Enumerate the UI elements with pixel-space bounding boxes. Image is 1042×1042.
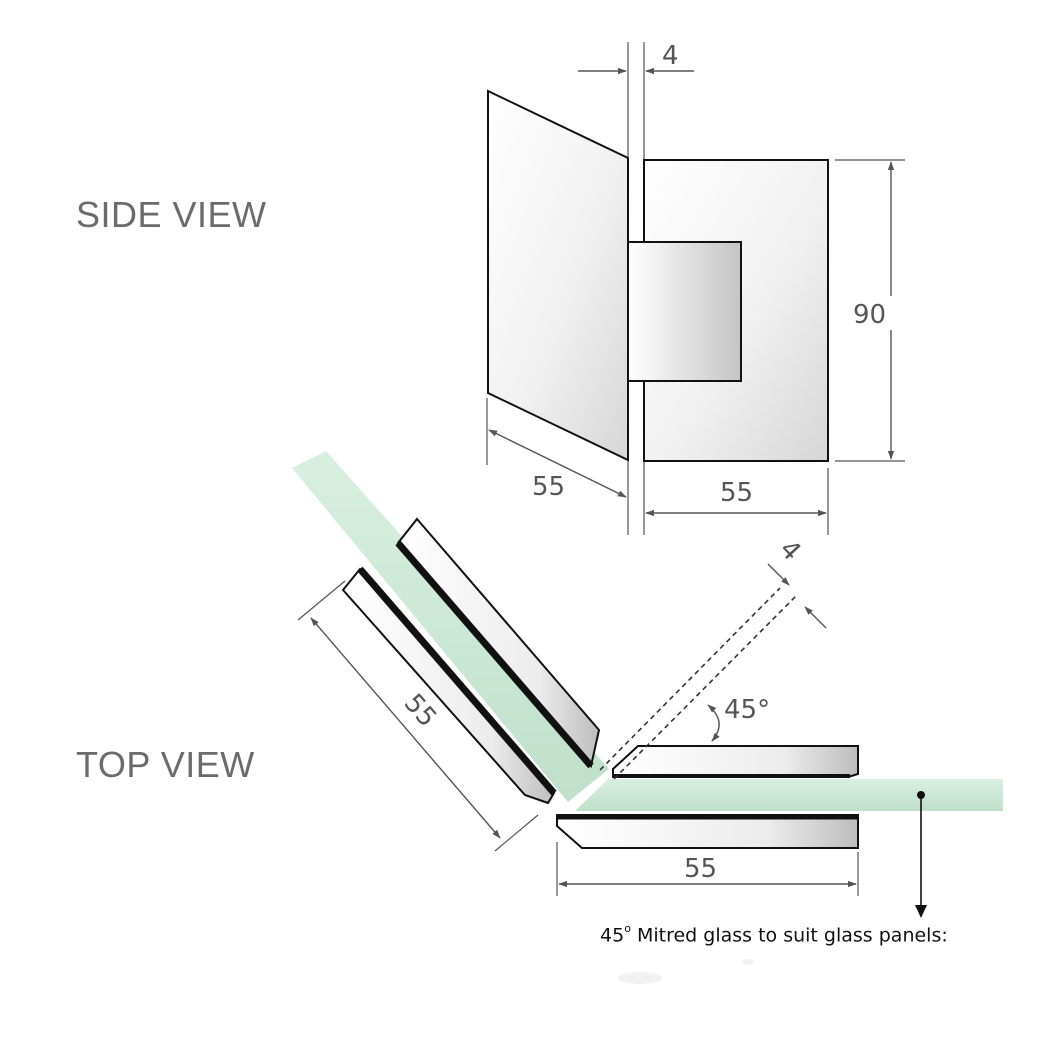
height-dimension: 90: [853, 300, 886, 330]
extension-line: [297, 580, 346, 621]
height-label-bg: [852, 296, 892, 330]
angle-guide-dashed: [599, 587, 781, 771]
side-knuckle: [627, 241, 742, 382]
angle-guide-dashed: [613, 595, 797, 780]
diag-gap-dimension: 4: [773, 534, 806, 567]
angled-glass-panel: [292, 451, 609, 802]
top-view: 4 45° 55 55: [292, 451, 1003, 984]
side-left-plate: [487, 89, 629, 462]
right-width-dimension: 55: [720, 478, 753, 508]
diag-gap-arrow-lower: [804, 606, 827, 629]
diag-gap-arrow-upper: [767, 563, 790, 586]
angled-length-dimension-line: [310, 617, 501, 839]
mitred-glass-note: 45o Mitred glass to suit glass panels:: [600, 922, 948, 947]
left-width-dimension-line: [488, 429, 627, 498]
leader-arrowhead: [915, 905, 927, 918]
extension-line: [494, 814, 539, 852]
left-width-dimension: 55: [532, 472, 565, 502]
top-view-label: TOP VIEW: [76, 744, 255, 785]
note-degree-mark: o: [624, 922, 631, 935]
side-view: 4 90 55 55: [486, 41, 905, 535]
straight-glass-panel: [575, 779, 1003, 811]
angle-dimension: 45°: [724, 695, 770, 725]
straight-clamp-top-plate: [612, 745, 859, 778]
smudge-mark: [618, 972, 662, 984]
note-angle: 45: [600, 924, 625, 947]
note-text: Mitred glass to suit glass panels:: [636, 924, 948, 947]
straight-clamp-bottom-plate: [556, 814, 859, 849]
straight-clamp-length-dimension: 55: [684, 854, 717, 884]
side-view-label: SIDE VIEW: [76, 194, 267, 235]
gap-top-dimension: 4: [662, 41, 679, 71]
smudge-mark: [742, 959, 754, 965]
angle-arc: [707, 704, 720, 742]
